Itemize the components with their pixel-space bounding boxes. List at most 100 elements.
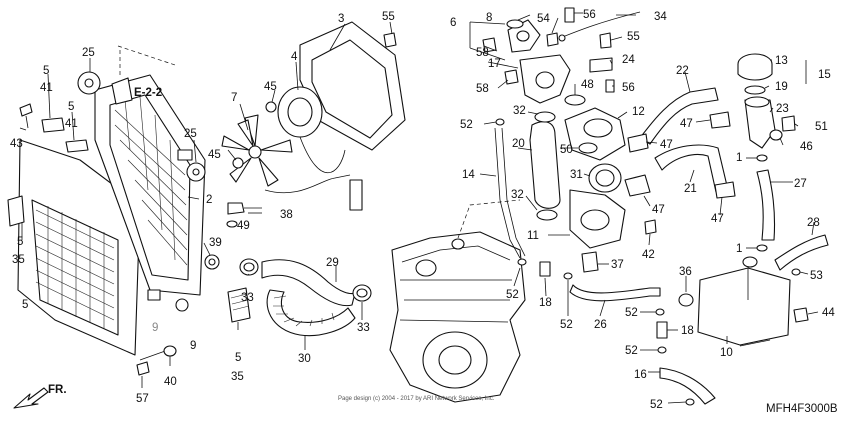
collar-9b bbox=[175, 298, 189, 312]
clip-52b bbox=[517, 258, 527, 266]
callout-label: 52 bbox=[650, 399, 663, 411]
bolt-51 bbox=[781, 115, 796, 132]
grommet-39 bbox=[204, 254, 220, 270]
bolt-43 bbox=[19, 103, 33, 129]
callout-label: 57 bbox=[136, 393, 149, 405]
elbow-12 bbox=[564, 107, 626, 161]
callout-label: 55 bbox=[382, 11, 395, 23]
callout-label: 34 bbox=[654, 11, 667, 23]
oring-48 bbox=[564, 94, 586, 106]
callout-label: 32 bbox=[513, 105, 526, 117]
clamp-50 bbox=[578, 142, 598, 154]
callout-label: 19 bbox=[775, 81, 788, 93]
callout-label: 16 bbox=[634, 369, 647, 381]
hose-30 bbox=[266, 289, 356, 337]
bolt-40 bbox=[139, 345, 177, 361]
callout-label: 3 bbox=[338, 13, 344, 25]
callout-label: 47 bbox=[660, 139, 673, 151]
hose-16 bbox=[659, 339, 771, 405]
clip-1a bbox=[756, 154, 768, 162]
callout-label: 35 bbox=[231, 371, 244, 383]
callout-label: 7 bbox=[231, 92, 237, 104]
callout-label: 25 bbox=[184, 128, 197, 140]
callout-label: 26 bbox=[594, 319, 607, 331]
callout-label: 1 bbox=[736, 152, 742, 164]
callout-label: 32 bbox=[511, 189, 524, 201]
cap-13 bbox=[737, 53, 773, 81]
clip-52c bbox=[563, 272, 573, 280]
copyright-note: Page design (c) 2004 - 2017 by ARI Netwo… bbox=[338, 396, 495, 402]
callout-label: 2 bbox=[206, 194, 212, 206]
callout-label: 43 bbox=[10, 138, 23, 150]
sender-54 bbox=[546, 32, 559, 47]
reservoir-tank-10 bbox=[697, 256, 791, 346]
clip-1b bbox=[756, 244, 768, 252]
callout-label: 52 bbox=[625, 307, 638, 319]
bolt-58b bbox=[504, 69, 519, 85]
fr-direction-label: FR. bbox=[48, 384, 67, 396]
thermostat-31 bbox=[588, 163, 622, 193]
callout-label: 46 bbox=[800, 141, 813, 153]
callout-label: 45 bbox=[264, 81, 277, 93]
oring-49 bbox=[226, 220, 238, 228]
grommet-25b bbox=[186, 162, 206, 182]
callout-label: 53 bbox=[810, 270, 823, 282]
callout-label: 49 bbox=[237, 220, 250, 232]
figure-code: MFH4F3000B bbox=[766, 403, 838, 415]
hose-20 bbox=[529, 121, 561, 209]
callout-label: 39 bbox=[209, 237, 222, 249]
thermostat-housing bbox=[519, 54, 571, 104]
callout-label: 5 bbox=[43, 65, 49, 77]
clip-52f bbox=[685, 398, 695, 406]
collar-9a bbox=[147, 289, 161, 301]
callout-label: 5 bbox=[17, 236, 23, 248]
callout-label: 25 bbox=[82, 47, 95, 59]
callout-label: 40 bbox=[164, 376, 177, 388]
clip-52a bbox=[495, 118, 505, 126]
callout-label: 33 bbox=[357, 322, 370, 334]
fan-motor bbox=[264, 86, 363, 211]
radiator-shroud bbox=[7, 139, 141, 356]
callout-label: 58 bbox=[476, 47, 489, 59]
callout-label: 38 bbox=[280, 209, 293, 221]
joint-47a bbox=[709, 111, 731, 129]
joint-47b bbox=[627, 133, 649, 153]
callout-label: 10 bbox=[720, 347, 733, 359]
callout-label: 9 bbox=[190, 340, 196, 352]
callout-label: 4 bbox=[291, 51, 298, 63]
callout-label: 18 bbox=[681, 325, 694, 337]
callout-label: 9 bbox=[152, 322, 158, 334]
callout-label: 56 bbox=[583, 9, 596, 21]
callout-labels: 3 55 4 45 7 45 25 5 41 5 41 43 25 2 5 35… bbox=[10, 9, 835, 411]
clip-52d bbox=[655, 308, 665, 316]
seal-19 bbox=[744, 85, 766, 95]
cap-46 bbox=[769, 129, 783, 141]
callout-label: 54 bbox=[537, 13, 550, 25]
oring-8 bbox=[506, 19, 524, 29]
callout-label: 23 bbox=[776, 103, 789, 115]
callout-label: 28 bbox=[807, 217, 820, 229]
callout-label: 45 bbox=[208, 149, 221, 161]
callout-label: 21 bbox=[684, 183, 697, 195]
callout-label: 15 bbox=[818, 69, 831, 81]
callout-label: 56 bbox=[622, 82, 635, 94]
callout-label: 52 bbox=[506, 289, 519, 301]
callout-label: 18 bbox=[539, 297, 552, 309]
bolt-44 bbox=[793, 307, 809, 323]
callout-label: 35 bbox=[12, 254, 25, 266]
callout-label: 44 bbox=[822, 307, 835, 319]
callout-label: 52 bbox=[625, 345, 638, 357]
callout-label: 11 bbox=[527, 230, 539, 242]
clamp-33a bbox=[239, 258, 259, 276]
thermostat-case-11 bbox=[569, 189, 626, 249]
fitting-18a bbox=[539, 261, 551, 277]
callout-label: 47 bbox=[652, 204, 665, 216]
callout-label: 27 bbox=[794, 178, 807, 190]
callout-label: 22 bbox=[676, 65, 689, 77]
filler-neck-23 bbox=[744, 96, 776, 149]
callout-label: 47 bbox=[680, 118, 693, 130]
bolt-58a bbox=[482, 37, 497, 53]
hose-22 bbox=[639, 87, 719, 145]
callout-label: 52 bbox=[560, 319, 573, 331]
pipe-14 bbox=[494, 127, 526, 259]
